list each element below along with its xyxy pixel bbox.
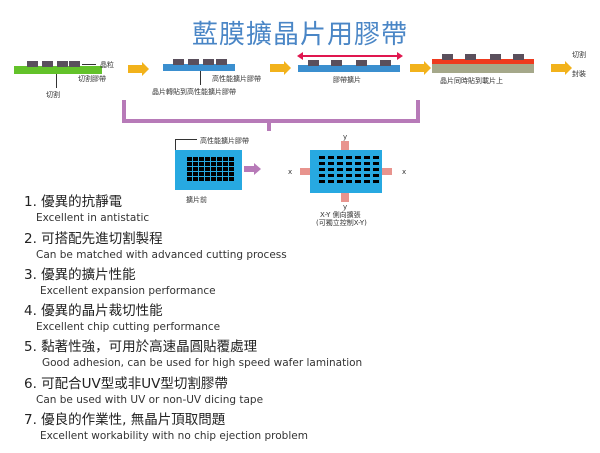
feature-en: Excellent expansion performance xyxy=(40,285,216,297)
xy-caption: X-Y 側向擴張 xyxy=(320,211,361,219)
detail-tape-label: 高性能擴片膠帶 xyxy=(200,137,249,145)
cut-step-label: 切割 xyxy=(572,51,586,59)
y-axis-label: y xyxy=(343,133,348,141)
dicing-tape-label: 切割膠帶 xyxy=(78,75,106,83)
cut-label: 切割 xyxy=(46,91,60,99)
y-axis-label: y xyxy=(343,203,348,211)
expansion-tape-label: 高性能擴片膠帶 xyxy=(212,75,261,83)
carrier-caption: 晶片同時貼到載片上 xyxy=(440,77,503,85)
die-label: 晶粒 xyxy=(100,61,114,69)
feature-cn: 1. 優異的抗靜電 xyxy=(24,194,123,210)
transfer-caption: 晶片轉貼到高性能擴片膠帶 xyxy=(152,88,236,96)
feature-en: Can be matched with advanced cutting pro… xyxy=(36,249,287,261)
feature-en: Excellent chip cutting performance xyxy=(36,321,221,333)
expansion-caption: 膠帶擴片 xyxy=(333,76,361,84)
x-axis-label: x xyxy=(402,168,407,176)
feature-cn: 4. 優異的晶片裁切性能 xyxy=(24,303,163,319)
feature-en: Excellent workability with no chip eject… xyxy=(40,430,308,442)
dicing-tape xyxy=(14,66,102,74)
feature-cn: 3. 優異的擴片性能 xyxy=(24,267,136,283)
arrow-icon xyxy=(270,61,291,75)
feature-en: Can be used with UV or non-UV dicing tap… xyxy=(36,394,264,406)
x-axis-label: x xyxy=(288,168,293,176)
feature-cn: 2. 可搭配先進切割製程 xyxy=(24,231,163,247)
wafer-after: document.write('<div style="background:#… xyxy=(310,150,382,193)
page-title: 藍膜擴晶片用膠帶 xyxy=(191,20,408,50)
package-step-label: 封裝 xyxy=(572,70,586,78)
before-label: 擴片前 xyxy=(186,196,207,204)
wafer-before: document.write('<div style="background:#… xyxy=(175,150,242,190)
feature-cn: 7. 優良的作業性, 無晶片頂取問題 xyxy=(24,412,226,428)
feature-en: Good adhesion, can be used for high spee… xyxy=(42,357,363,369)
feature-cn: 5. 黏著性強，可用於高速晶圓貼覆處理 xyxy=(24,339,258,355)
feature-cn: 6. 可配合UV型或非UV型切割膠帶 xyxy=(24,376,228,392)
arrow-icon xyxy=(410,61,431,75)
xy-caption-note: (可獨立控制X-Y) xyxy=(316,219,367,227)
arrow-icon xyxy=(551,61,572,75)
feature-en: Excellent in antistatic xyxy=(36,212,150,224)
arrow-icon xyxy=(128,62,149,76)
